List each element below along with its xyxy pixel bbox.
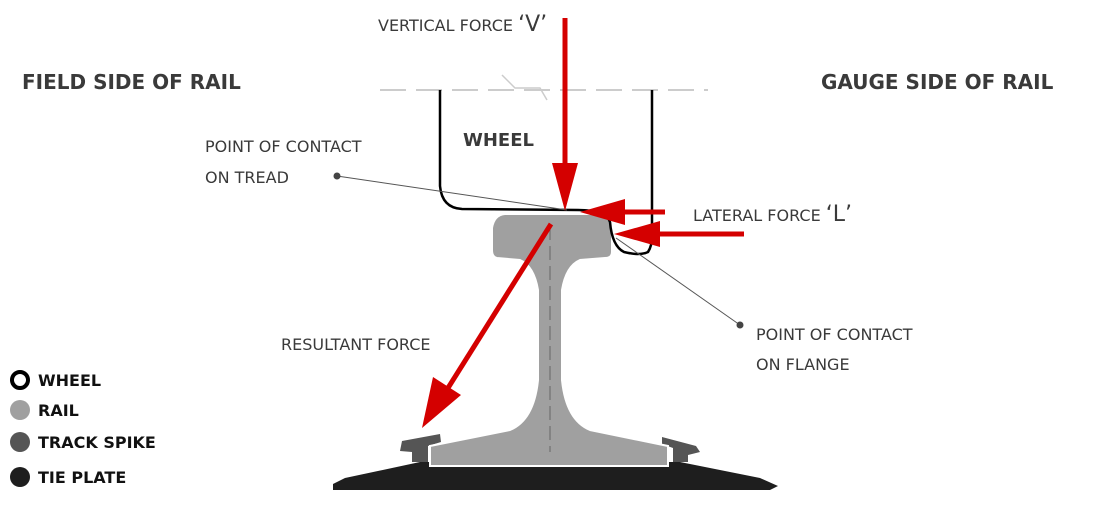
lateral-force-symbol: ‘L’: [825, 202, 853, 227]
flange-contact-label-line1: POINT OF CONTACT: [756, 325, 913, 344]
break-symbol: [501, 74, 548, 101]
flange-leader-line: [615, 237, 741, 326]
tread-contact-label-line1: POINT OF CONTACT: [205, 137, 362, 156]
flange-leader-dot: [736, 321, 744, 329]
wheel-label: WHEEL: [463, 130, 534, 151]
tie-plate: [333, 462, 778, 490]
rail-section: [429, 213, 669, 467]
resultant-force-arrowhead: [422, 377, 461, 428]
spike-dot-icon: [10, 432, 30, 452]
tie-plate-dot-icon: [10, 467, 30, 487]
lateral-force-text: LATERAL FORCE: [693, 206, 821, 225]
lateral-force-arrowhead-lower: [614, 221, 660, 247]
wheel-ring-icon: [10, 370, 30, 390]
vertical-force-text: VERTICAL FORCE: [378, 16, 514, 35]
tread-leader-dot: [333, 172, 341, 180]
legend-item-tie-plate: TIE PLATE: [10, 467, 126, 487]
legend-item-rail: RAIL: [10, 400, 79, 420]
resultant-force-label: RESULTANT FORCE: [281, 335, 431, 354]
wheel-outline: [438, 90, 654, 256]
legend-label: RAIL: [38, 400, 79, 420]
lateral-force-arrowhead-upper: [580, 199, 625, 225]
vertical-force-label: VERTICAL FORCE ‘V’: [378, 12, 547, 37]
tread-leader-line: [336, 175, 568, 211]
lateral-force-label: LATERAL FORCE ‘L’: [693, 202, 852, 227]
vertical-force-arrowhead: [552, 163, 578, 211]
legend-label: WHEEL: [38, 370, 102, 390]
resultant-force-arrow-shaft: [445, 222, 554, 390]
gauge-side-label: GAUGE SIDE OF RAIL: [821, 70, 1054, 94]
track-spike-left: [400, 434, 441, 462]
field-side-label: FIELD SIDE OF RAIL: [22, 70, 241, 94]
flange-contact-label-line2: ON FLANGE: [756, 355, 850, 374]
legend-item-track-spike: TRACK SPIKE: [10, 432, 156, 452]
legend-item-wheel: WHEEL: [10, 370, 101, 390]
track-spike-right: [662, 437, 700, 462]
legend-label: TRACK SPIKE: [38, 432, 156, 452]
rail-dot-icon: [10, 400, 30, 420]
legend-label: TIE PLATE: [38, 467, 127, 487]
tread-contact-label-line2: ON TREAD: [205, 168, 289, 187]
vertical-force-symbol: ‘V’: [518, 12, 548, 37]
